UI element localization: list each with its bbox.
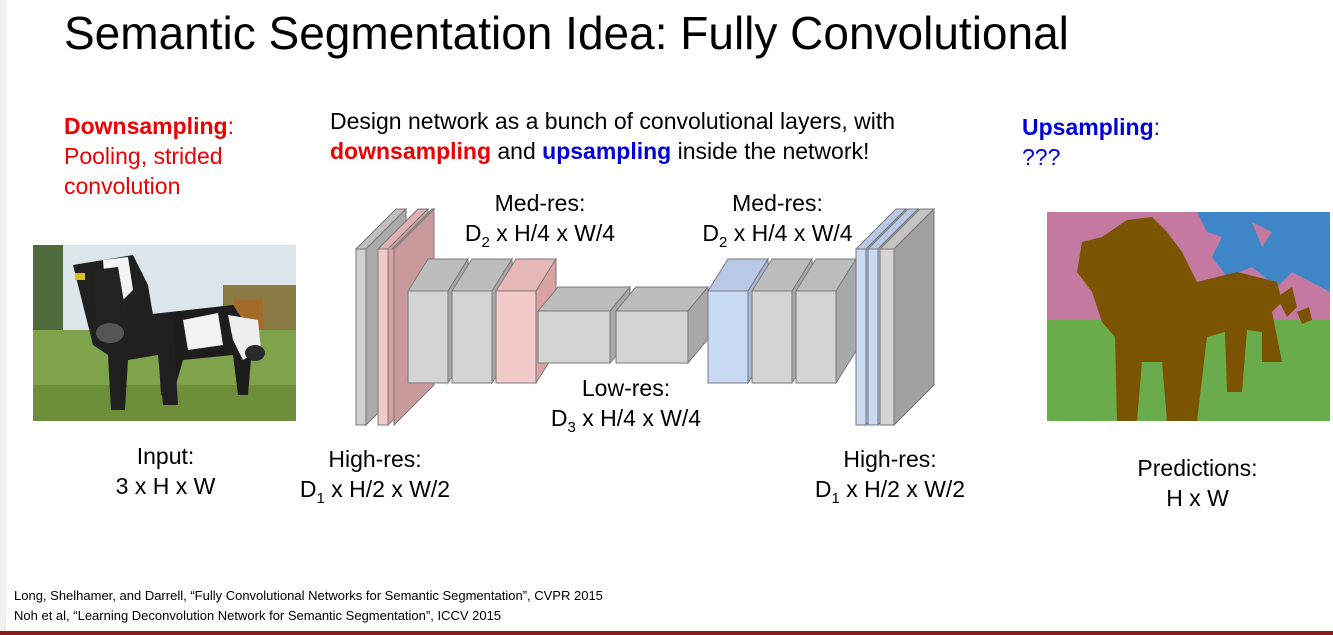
med-res-right-rest: x H/4 x W/4 [727,220,853,246]
med-res-left-line2: D2 x H/4 x W/4 [440,218,640,251]
med-res-label-left: Med-res: D2 x H/4 x W/4 [440,188,640,251]
med-res-left-d: D [464,220,482,246]
slide-title: Semantic Segmentation Idea: Fully Convol… [64,7,1069,59]
and-word: and [491,138,543,164]
predictions-label: Predictions: H x W [1110,453,1285,513]
input-label-line2: 3 x H x W [115,473,216,499]
downsampling-body-line1: Pooling, strided [64,143,223,169]
input-label: Input: 3 x H x W [88,441,243,501]
reference-2: Noh et al, “Learning Deconvolution Netwo… [14,608,502,623]
predictions-line1: Predictions: [1137,455,1258,481]
input-cow-photo [33,245,296,421]
slide-edge [0,0,6,631]
high-res-right-d: D [814,476,832,502]
med-res-left-sub: 2 [481,234,490,251]
low-res-layer-1 [536,285,632,365]
high-res-right-sub: 1 [831,490,840,507]
downsampling-word: downsampling [330,138,491,164]
upsampling-note: Upsampling: ??? [1022,112,1160,172]
med-res-right-line1: Med-res: [732,190,823,216]
med-res-left-rest: x H/4 x W/4 [489,220,616,246]
med-res-right-sub: 2 [719,234,728,251]
med-res-left-line1: Med-res: [494,190,586,216]
description-rest: inside the network! [671,138,870,164]
low-res-layer-2 [614,285,710,365]
high-res-right-line1: High-res: [843,446,937,472]
low-res-d: D [550,405,568,431]
footer-rule [0,631,1333,635]
description-line1: Design network as a bunch of convolution… [330,108,896,134]
low-res-line2: D3 x H/4 x W/4 [526,403,726,436]
downsampling-heading: Downsampling [64,113,228,139]
segmentation-prediction-map [1047,212,1330,421]
input-label-line1: Input: [136,443,195,469]
downsampling-colon: : [227,113,234,139]
upsampling-word: upsampling [542,138,672,164]
references: Long, Shelhamer, and Darrell, “Fully Con… [14,586,603,626]
high-res-left-d: D [299,476,317,502]
reference-1: Long, Shelhamer, and Darrell, “Fully Con… [14,588,603,603]
upsampling-body: ??? [1022,144,1061,170]
low-res-line1: Low-res: [581,375,671,401]
high-res-left-line2: D1 x H/2 x W/2 [277,474,473,507]
high-res-left-line1: High-res: [328,446,422,472]
upsampling-heading: Upsampling [1022,114,1154,140]
high-res-left-rest: x H/2 x W/2 [324,476,451,502]
predictions-line2: H x W [1166,485,1229,511]
high-res-right-rest: x H/2 x W/2 [839,476,966,502]
low-res-label: Low-res: D3 x H/4 x W/4 [526,373,726,436]
downsampling-note: Downsampling: Pooling, strided convoluti… [64,111,234,201]
upsampling-colon: : [1153,114,1161,140]
med-res-right-line2: D2 x H/4 x W/4 [680,218,875,251]
high-res-left-sub: 1 [316,490,325,507]
med-res-label-right: Med-res: D2 x H/4 x W/4 [680,188,875,251]
med-res-right-d: D [702,220,720,246]
low-res-rest: x H/4 x W/4 [575,405,702,431]
low-res-sub: 3 [567,419,576,436]
high-res-label-right: High-res: D1 x H/2 x W/2 [792,444,988,507]
med-res-layer-right-3 [795,257,857,385]
network-description: Design network as a bunch of convolution… [330,106,895,166]
high-res-label-left: High-res: D1 x H/2 x W/2 [277,444,473,507]
description-line2: downsampling and upsampling inside the n… [330,136,895,166]
high-res-layer-right-3 [878,207,936,427]
high-res-right-line2: D1 x H/2 x W/2 [792,474,988,507]
network-diagram [350,195,940,435]
downsampling-body-line2: convolution [64,173,181,199]
